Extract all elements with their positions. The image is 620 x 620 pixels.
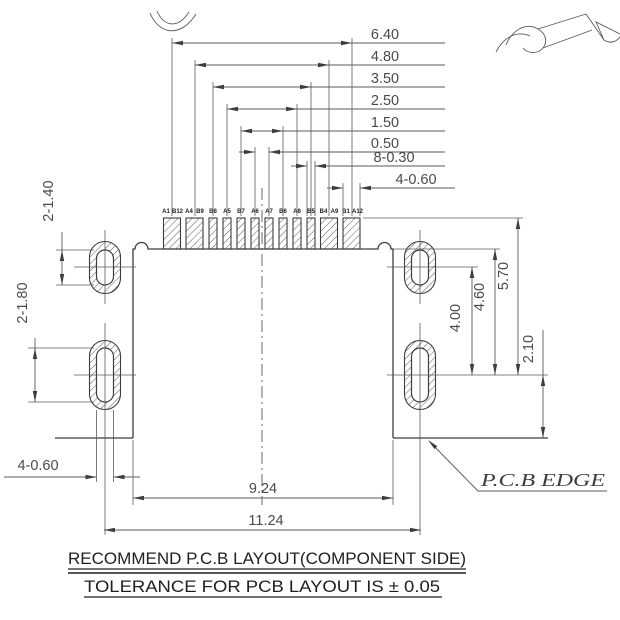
pcb-edge-label: P.C.B EDGE xyxy=(480,470,605,490)
dim-4.00: 4.00 xyxy=(448,304,464,332)
pcb-edge-callout: P.C.B EDGE xyxy=(428,440,607,492)
left-dimensions: 2-1.40 2-1.80 4-0.60 xyxy=(4,180,140,482)
pad-B1A12 xyxy=(342,217,361,250)
dim-4-0.60-top: 4-0.60 xyxy=(395,172,436,188)
note-line-2: TOLERANCE FOR PCB LAYOUT IS ± 0.05 xyxy=(84,578,440,596)
drawing-notes: RECOMMEND P.C.B LAYOUT(COMPONENT SIDE) T… xyxy=(68,550,466,598)
pad-A8 xyxy=(292,217,302,250)
pad-A5 xyxy=(222,217,232,250)
dim-3.50: 3.50 xyxy=(371,71,399,87)
top-extension-lines xyxy=(171,38,361,216)
pad-A6 xyxy=(250,217,260,250)
right-dimensions: 4.00 4.60 5.70 2.10 xyxy=(363,217,548,438)
dim-4.80: 4.80 xyxy=(371,49,399,65)
top-dimensions: 6.40 4.80 3.50 2.50 1.50 0.50 8-0.30 4-0… xyxy=(172,27,455,191)
pad-label: B12 xyxy=(172,209,184,215)
dim-2.10: 2.10 xyxy=(521,335,537,363)
dim-0.50: 0.50 xyxy=(371,136,399,152)
dim-6.40: 6.40 xyxy=(371,27,399,43)
pad-labels: A1 B12 A4 B9 B8 A5 B7 A6 A7 B6 A8 B5 B4 … xyxy=(162,209,363,215)
pad-B6 xyxy=(278,217,288,250)
pad-label: B1 xyxy=(342,209,350,215)
pad-label: A1 xyxy=(162,209,170,215)
dim-2-1.80: 2-1.80 xyxy=(15,282,31,323)
pad-label: A4 xyxy=(185,209,193,215)
dim-1.50: 1.50 xyxy=(371,115,399,131)
component-body-outline xyxy=(55,188,548,505)
mounting-slots xyxy=(74,230,437,535)
dim-8-0.30: 8-0.30 xyxy=(373,150,414,166)
solder-pads xyxy=(162,217,361,250)
dim-2.50: 2.50 xyxy=(371,93,399,109)
dim-11.24: 11.24 xyxy=(248,513,283,529)
pad-label: B9 xyxy=(196,209,204,215)
pad-A1B12 xyxy=(162,217,182,250)
pad-A7 xyxy=(264,217,274,250)
pad-label: B4 xyxy=(320,209,328,215)
dim-5.70: 5.70 xyxy=(496,262,512,290)
dim-2-1.40: 2-1.40 xyxy=(41,180,57,221)
slot-crosshairs xyxy=(74,230,421,535)
pad-A4B9 xyxy=(185,217,204,250)
dim-9.24: 9.24 xyxy=(249,481,277,497)
pad-B5 xyxy=(306,217,316,250)
pad-B7 xyxy=(236,217,246,250)
dim-4-0.60-bottom: 4-0.60 xyxy=(17,458,58,474)
pad-label: A12 xyxy=(352,209,364,215)
bottom-dimensions: 9.24 11.24 xyxy=(104,440,421,533)
dim-4.60: 4.60 xyxy=(472,283,488,311)
broken-view-squiggle-right xyxy=(495,13,620,53)
pad-B4A9 xyxy=(319,217,339,250)
pad-label: A9 xyxy=(331,209,339,215)
note-line-1: RECOMMEND P.C.B LAYOUT(COMPONENT SIDE) xyxy=(68,550,466,568)
pad-B8 xyxy=(208,217,218,250)
broken-view-squiggle-left xyxy=(149,10,197,32)
